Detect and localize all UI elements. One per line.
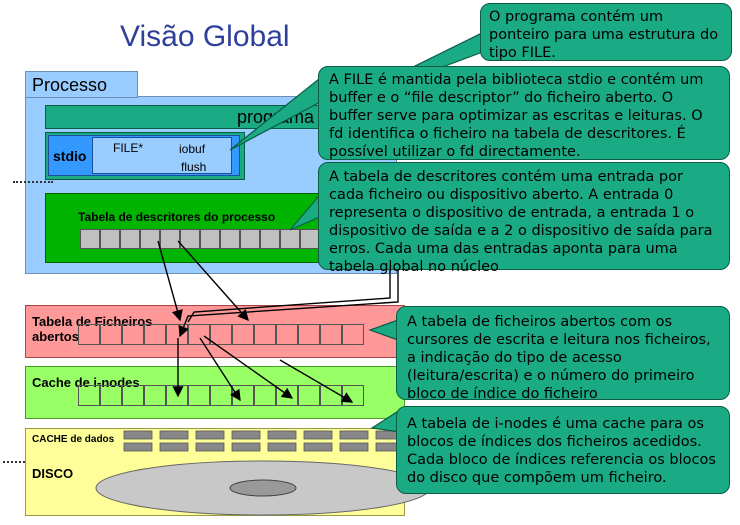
inodes-label: Cache de i-nodes — [32, 375, 140, 390]
callout-ficheiros: A tabela de ficheiros abertos com os cur… — [396, 306, 730, 402]
arrow-desc-fich-1 — [157, 240, 183, 322]
callout-file-text: A FILE é mantida pela biblioteca stdio e… — [329, 72, 704, 160]
disk-divider — [3, 461, 25, 463]
page-title: Visão Global — [120, 20, 290, 53]
callout-programa-text: O programa contém um ponteiro para uma e… — [489, 9, 719, 61]
ficheiros-cells — [78, 324, 364, 345]
iobuf-label: iobuf — [179, 142, 206, 156]
callout-programa: O programa contém um ponteiro para uma e… — [480, 3, 732, 61]
disco-label: DISCO — [32, 466, 74, 481]
arrow-inode-disk — [279, 359, 354, 403]
stdio-label: stdio — [53, 148, 87, 164]
processo-label: Processo — [32, 75, 108, 95]
cache-blocks — [123, 430, 401, 452]
arrow-desc-fich-2 — [177, 240, 249, 322]
flush-label: flush — [181, 160, 207, 174]
descritores-box: Tabela de descritores do processo — [45, 193, 340, 263]
arrow-fich-inode-2 — [199, 337, 241, 402]
arrow-route-1 — [178, 270, 399, 338]
callout-ficheiros-text: A tabela de ficheiros abertos com os cur… — [407, 314, 711, 402]
processo-label-box: Processo — [25, 71, 138, 98]
arrow-route-2 — [187, 270, 391, 323]
user-kernel-divider — [13, 181, 53, 183]
callout-descritores: A tabela de descritores contém uma entra… — [318, 162, 730, 275]
callout-inodes: A tabela de i-nodes é uma cache para os … — [396, 406, 730, 494]
disk-hub — [229, 479, 297, 497]
file-ptr-label: FILE* — [113, 141, 144, 155]
file-struct-box: FILE* iobuf flush — [92, 137, 232, 174]
arrow-fich-inode-3 — [203, 335, 294, 399]
callout-inodes-text: A tabela de i-nodes é uma cache para os … — [407, 416, 716, 486]
callout-descritores-text: A tabela de descritores contém uma entra… — [329, 169, 713, 275]
callout-file: A FILE é mantida pela biblioteca stdio e… — [318, 66, 730, 160]
descritores-label: Tabela de descritores do processo — [78, 210, 276, 224]
dados-label: CACHE de dados — [32, 434, 115, 445]
descritores-cells — [80, 229, 320, 249]
